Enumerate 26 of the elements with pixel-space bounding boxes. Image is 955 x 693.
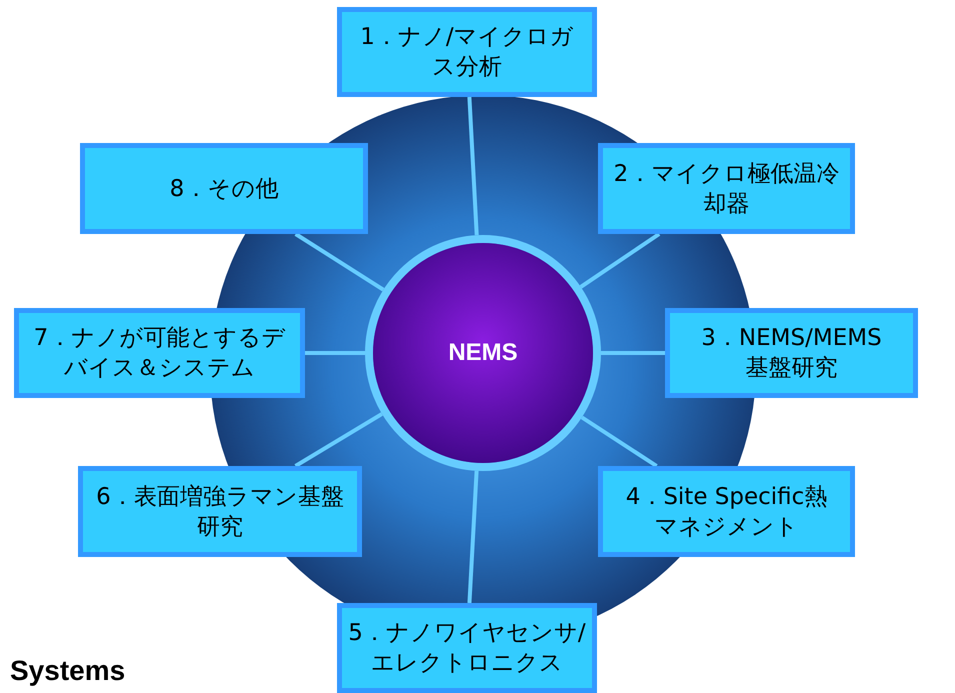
connector-line: [305, 351, 365, 355]
topic-box: [598, 143, 855, 234]
connector-line: [580, 232, 660, 289]
topic-box: [598, 466, 855, 557]
topic-box: [665, 308, 918, 398]
topic-label: 8．その他: [168, 174, 280, 204]
connector-line: [580, 416, 658, 468]
topic-box: [337, 7, 597, 97]
connector-line: [294, 232, 384, 292]
caption-text: Systems: [10, 655, 126, 687]
topic-label: 2．マイクロ極低温冷却器: [612, 160, 840, 218]
topic-box: [14, 308, 305, 398]
connector-line: [467, 470, 479, 604]
topic-label: 4．Site Specific熱マネジメント: [624, 482, 828, 542]
topic-label: 3．NEMS/MEMS基盤研究: [700, 324, 883, 383]
connector-line: [601, 351, 665, 355]
topic-box: [80, 143, 368, 234]
connector-line: [467, 96, 479, 236]
topic-label: 1．ナノ/マイクロガス分析: [359, 23, 575, 82]
hub-label: NEMS: [448, 339, 518, 367]
connector-line: [294, 412, 383, 468]
topic-label: 7．ナノが可能とするデバイス＆システム: [32, 324, 286, 383]
topic-label: 6．表面増強ラマン基盤研究: [95, 482, 345, 542]
topic-label: 5．ナノワイヤセンサ/エレクトロニクス: [347, 619, 587, 678]
topic-box: [78, 466, 362, 557]
topic-box: [337, 603, 597, 693]
